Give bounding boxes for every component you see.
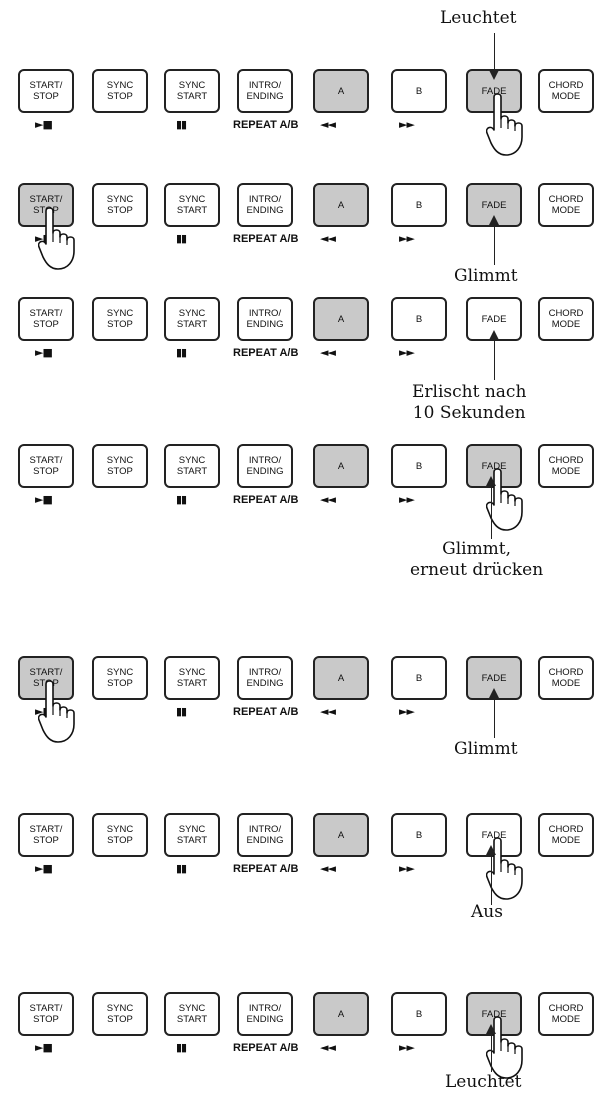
sync-start-button[interactable]: SYNC START: [164, 656, 220, 700]
pointing-hand-icon: [38, 207, 75, 270]
a-button[interactable]: A: [313, 656, 369, 700]
intro-ending-button[interactable]: INTRO/ ENDING: [237, 69, 293, 113]
caption-glimmt-2: Glimmt: [454, 739, 518, 759]
caption-glimmt-erneut-line1: Glimmt,: [442, 539, 512, 559]
sync-start-button[interactable]: SYNC START: [164, 992, 220, 1036]
sync-stop-button[interactable]: SYNC STOP: [92, 297, 148, 341]
rewind-label: ◄◄: [320, 705, 336, 718]
intro-ending-button[interactable]: INTRO/ ENDING: [237, 813, 293, 857]
start-stop-button[interactable]: START/ STOP: [18, 992, 74, 1036]
repeat-label: REPEAT A/B: [233, 863, 299, 875]
pointing-hand-icon: [486, 93, 523, 156]
caption-aus: Aus: [471, 902, 503, 922]
chord-mode-button[interactable]: CHORD MODE: [538, 656, 594, 700]
play-stop-label: ►■: [35, 346, 53, 359]
chord-mode-button[interactable]: CHORD MODE: [538, 69, 594, 113]
start-stop-button[interactable]: START/ STOP: [18, 297, 74, 341]
a-button[interactable]: A: [313, 444, 369, 488]
sync-start-button[interactable]: SYNC START: [164, 297, 220, 341]
repeat-label: REPEAT A/B: [233, 706, 299, 718]
button-row-7: START/ STOP SYNC STOP SYNC START INTRO/ END…: [0, 992, 605, 1072]
sync-stop-button[interactable]: SYNC STOP: [92, 69, 148, 113]
sync-stop-button[interactable]: SYNC STOP: [92, 813, 148, 857]
caption-erlischt-line2: 10 Sekunden: [412, 403, 526, 423]
play-stop-label: ►■: [35, 493, 53, 506]
caption-glimmt-1: Glimmt: [454, 266, 518, 286]
rewind-label: ◄◄: [320, 862, 336, 875]
caption-glimmt-erneut: Glimmt, erneut drücken: [410, 539, 543, 581]
intro-ending-button[interactable]: INTRO/ ENDING: [237, 444, 293, 488]
forward-label: ►►: [399, 493, 415, 506]
repeat-label: REPEAT A/B: [233, 347, 299, 359]
caption-leuchtet-top: Leuchtet: [440, 8, 517, 28]
pause-label: ▮▮: [176, 705, 187, 718]
caption-glimmt-erneut-line2: erneut drücken: [410, 560, 544, 580]
intro-ending-button[interactable]: INTRO/ ENDING: [237, 297, 293, 341]
rewind-label: ◄◄: [320, 493, 336, 506]
b-button[interactable]: B: [391, 656, 447, 700]
sync-start-button[interactable]: SYNC START: [164, 813, 220, 857]
sync-stop-button[interactable]: SYNC STOP: [92, 444, 148, 488]
sync-start-button[interactable]: SYNC START: [164, 183, 220, 227]
caption-erlischt: Erlischt nach 10 Sekunden: [412, 382, 526, 424]
button-row-6: START/ STOP SYNC STOP SYNC START INTRO/ END…: [0, 813, 605, 893]
repeat-label: REPEAT A/B: [233, 119, 299, 131]
forward-label: ►►: [399, 862, 415, 875]
b-button[interactable]: B: [391, 183, 447, 227]
pause-label: ▮▮: [176, 862, 187, 875]
rewind-label: ◄◄: [320, 346, 336, 359]
repeat-label: REPEAT A/B: [233, 233, 299, 245]
play-stop-label: ►■: [35, 862, 53, 875]
a-button[interactable]: A: [313, 183, 369, 227]
start-stop-button[interactable]: START/ STOP: [18, 444, 74, 488]
pause-label: ▮▮: [176, 1041, 187, 1054]
b-button[interactable]: B: [391, 297, 447, 341]
forward-label: ►►: [399, 346, 415, 359]
rewind-label: ◄◄: [320, 232, 336, 245]
a-button[interactable]: A: [313, 813, 369, 857]
pointing-hand-icon: [38, 680, 75, 743]
forward-label: ►►: [399, 118, 415, 131]
chord-mode-button[interactable]: CHORD MODE: [538, 297, 594, 341]
sync-start-button[interactable]: SYNC START: [164, 69, 220, 113]
start-stop-button[interactable]: START/ STOP: [18, 813, 74, 857]
forward-label: ►►: [399, 1041, 415, 1054]
intro-ending-button[interactable]: INTRO/ ENDING: [237, 183, 293, 227]
repeat-label: REPEAT A/B: [233, 494, 299, 506]
sync-stop-button[interactable]: SYNC STOP: [92, 656, 148, 700]
start-stop-button[interactable]: START/ STOP: [18, 69, 74, 113]
chord-mode-button[interactable]: CHORD MODE: [538, 444, 594, 488]
intro-ending-button[interactable]: INTRO/ ENDING: [237, 992, 293, 1036]
intro-ending-button[interactable]: INTRO/ ENDING: [237, 656, 293, 700]
pause-label: ▮▮: [176, 118, 187, 131]
button-row-3: START/ STOP SYNC STOP SYNC START INTRO/ END…: [0, 297, 605, 377]
play-stop-label: ►■: [35, 118, 53, 131]
sync-stop-button[interactable]: SYNC STOP: [92, 183, 148, 227]
sync-start-button[interactable]: SYNC START: [164, 444, 220, 488]
sync-stop-button[interactable]: SYNC STOP: [92, 992, 148, 1036]
rewind-label: ◄◄: [320, 118, 336, 131]
forward-label: ►►: [399, 232, 415, 245]
b-button[interactable]: B: [391, 992, 447, 1036]
a-button[interactable]: A: [313, 992, 369, 1036]
chord-mode-button[interactable]: CHORD MODE: [538, 992, 594, 1036]
b-button[interactable]: B: [391, 69, 447, 113]
pause-label: ▮▮: [176, 232, 187, 245]
a-button[interactable]: A: [313, 69, 369, 113]
button-row-4: START/ STOP SYNC STOP SYNC START INTRO/ END…: [0, 444, 605, 524]
chord-mode-button[interactable]: CHORD MODE: [538, 813, 594, 857]
rewind-label: ◄◄: [320, 1041, 336, 1054]
b-button[interactable]: B: [391, 813, 447, 857]
forward-label: ►►: [399, 705, 415, 718]
b-button[interactable]: B: [391, 444, 447, 488]
a-button[interactable]: A: [313, 297, 369, 341]
caption-erlischt-line1: Erlischt nach: [412, 382, 527, 402]
chord-mode-button[interactable]: CHORD MODE: [538, 183, 594, 227]
play-stop-label: ►■: [35, 1041, 53, 1054]
pause-label: ▮▮: [176, 493, 187, 506]
repeat-label: REPEAT A/B: [233, 1042, 299, 1054]
pause-label: ▮▮: [176, 346, 187, 359]
